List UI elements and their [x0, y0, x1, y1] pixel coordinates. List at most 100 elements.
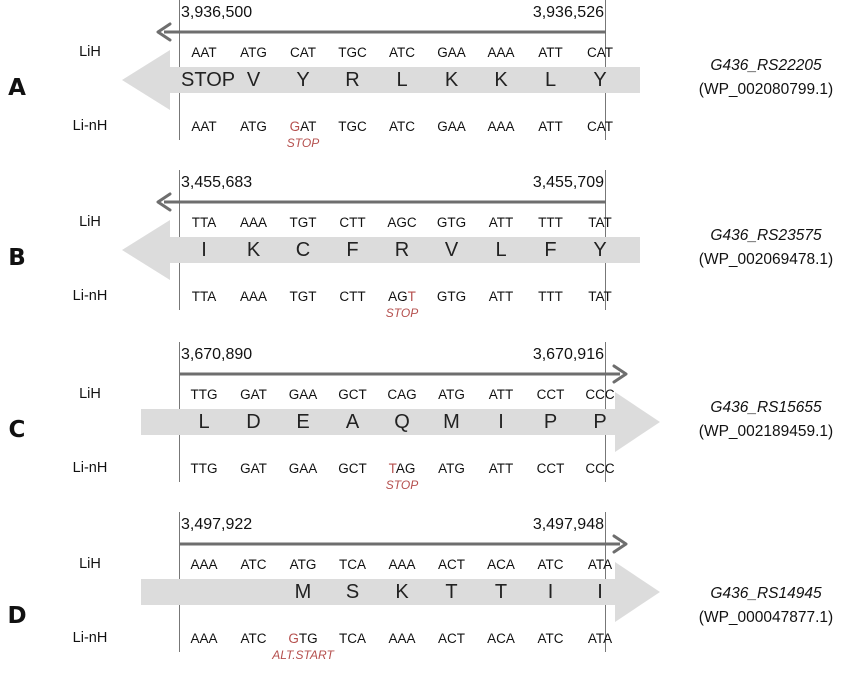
amino-acid: Y — [296, 69, 310, 91]
codon: GTG — [436, 289, 467, 304]
panel-letter: A — [8, 75, 26, 101]
row-label-lih: LiH — [79, 44, 101, 60]
codon: GTG — [280, 630, 326, 648]
codon: TTT — [538, 215, 563, 230]
codon: CTT — [339, 215, 366, 230]
codon: ATG — [240, 45, 267, 60]
amino-acid: P — [543, 411, 558, 433]
codon: GAA — [437, 119, 466, 134]
coordinate-start: 3,455,683 — [181, 174, 253, 191]
amino-acid: K — [494, 69, 508, 91]
amino-acid: K — [444, 69, 459, 91]
codon-suffix: TG — [298, 631, 318, 646]
codon: GAA — [288, 461, 318, 476]
codon: ATG — [438, 461, 465, 476]
codon: CCT — [536, 387, 565, 402]
mutation-note: STOP — [385, 306, 419, 320]
codon: ATG — [240, 119, 267, 134]
protein-arrow — [122, 220, 640, 280]
amino-acid: V — [444, 239, 459, 261]
arrows — [122, 192, 640, 280]
codon: CAT — [290, 45, 316, 60]
mutated-base: G — [289, 119, 301, 134]
codon: ATT — [488, 461, 514, 476]
amino-acid: D — [246, 411, 261, 433]
codon: ATG — [438, 387, 465, 402]
mutation-note: STOP — [286, 136, 320, 150]
codon: ACT — [438, 557, 465, 572]
amino-acid: I — [498, 411, 504, 433]
codon: ATC — [240, 631, 267, 646]
genomic-arrow-head — [156, 192, 172, 212]
codon: AAA — [487, 45, 515, 60]
protein-arrow — [141, 562, 660, 622]
amino-acid: R — [345, 69, 360, 91]
arrows — [141, 364, 660, 452]
amino-acid: M — [294, 581, 312, 603]
row-label-lih: LiH — [79, 214, 101, 230]
protein-accession: (WP_002069478.1) — [698, 251, 834, 268]
codon: ATC — [240, 557, 267, 572]
amino-acid: F — [346, 239, 359, 261]
protein-accession: (WP_000047877.1) — [698, 609, 834, 626]
codon: TTA — [191, 289, 217, 304]
codon: AGC — [387, 215, 417, 230]
mutation-note: ALT.START — [272, 648, 334, 662]
row-label-li-nh: Li-nH — [72, 460, 108, 476]
arrows — [141, 534, 660, 622]
amino-acid: T — [494, 581, 508, 603]
codon-suffix: AT — [300, 119, 317, 134]
amino-acid: L — [495, 239, 507, 261]
codon-suffix: AG — [395, 461, 416, 476]
amino-acid: F — [544, 239, 557, 261]
row-label-li-nh: Li-nH — [72, 630, 108, 646]
codon: AAA — [239, 289, 267, 304]
gene-id: G436_RS15655 — [710, 399, 822, 416]
codon: CAG — [387, 387, 417, 402]
protein-arrow — [141, 392, 660, 452]
amino-acid: S — [345, 581, 360, 603]
amino-acid: I — [547, 581, 554, 603]
panel-letter: C — [8, 417, 26, 443]
genomic-arrow-head — [612, 364, 628, 384]
codon: CCC — [585, 461, 615, 476]
amino-acid: R — [394, 239, 410, 261]
arrows — [122, 22, 640, 110]
mutated-base: T — [388, 461, 396, 476]
codon: TCA — [339, 631, 366, 646]
amino-acid: A — [345, 411, 360, 433]
mutation-note: STOP — [385, 478, 419, 492]
coordinate-end: 3,670,916 — [532, 346, 604, 363]
gene-id: G436_RS23575 — [710, 227, 822, 244]
codon: AAA — [190, 557, 218, 572]
codon: TAT — [588, 289, 612, 304]
codon: CAT — [587, 45, 613, 60]
panel-letter: B — [8, 245, 26, 271]
amino-acid: V — [246, 69, 261, 91]
amino-acid: M — [443, 411, 460, 433]
row-label-lih: LiH — [79, 556, 101, 572]
amino-acid: STOP — [181, 69, 236, 91]
codon: ACA — [487, 631, 515, 646]
codon: ATA — [587, 631, 613, 646]
codon: GTG — [436, 215, 467, 230]
coordinate-start: 3,936,500 — [181, 4, 253, 21]
codon: ATT — [538, 119, 563, 134]
codon: GCT — [338, 461, 367, 476]
coordinate-end: 3,936,526 — [532, 4, 604, 21]
codon: AAA — [388, 557, 416, 572]
codon: TAT — [588, 215, 612, 230]
amino-acid: Y — [593, 239, 607, 261]
amino-acid: K — [395, 581, 409, 603]
codon: TGC — [338, 119, 367, 134]
codon: TTG — [190, 461, 218, 476]
